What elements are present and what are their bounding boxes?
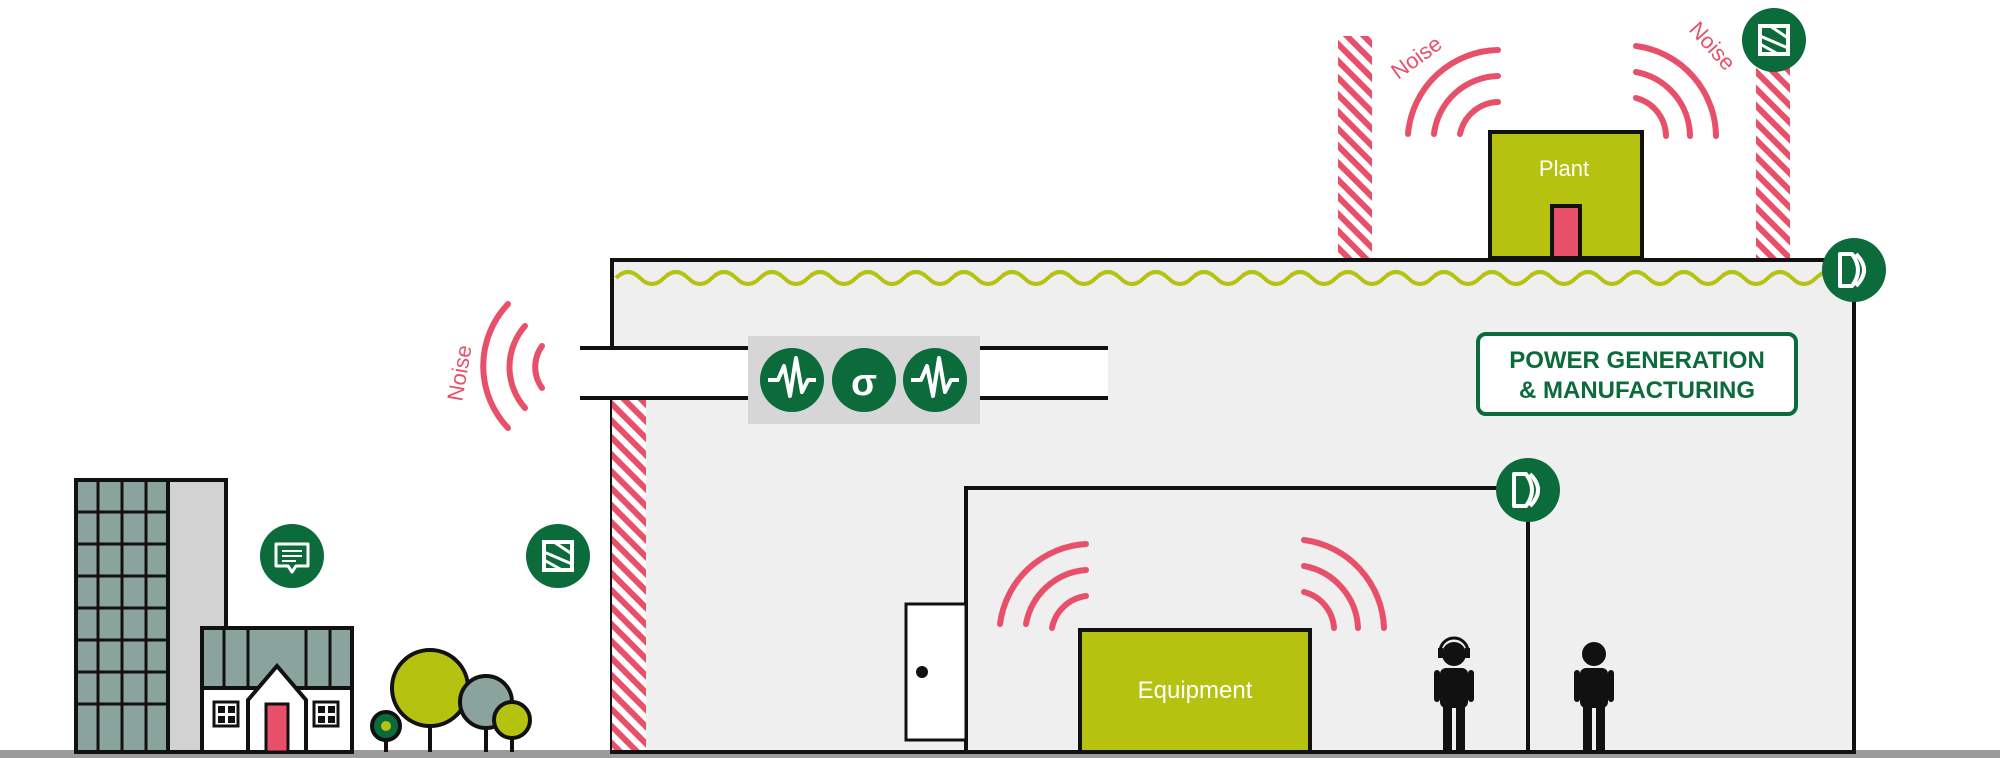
sector-label-box: POWER GENERATION & MANUFACTURING [1476,332,1798,416]
acoustic-barrier-icon[interactable] [526,524,590,588]
plant-door [1550,204,1582,260]
trees [370,648,532,752]
noise-label-left: Noise [442,343,476,403]
sigma-icon[interactable]: σ [832,348,896,412]
wavy-roof-insulation [614,270,1842,286]
svg-text:σ: σ [851,362,877,404]
noise-damper-icon[interactable] [1822,238,1886,302]
sector-label-line2: & MANUFACTURING [1519,377,1755,404]
noise-damper-icon[interactable] [1496,458,1560,522]
barrier-plant-left [1338,36,1372,258]
worker [1574,642,1614,750]
office-tower [74,478,228,754]
room-door [904,602,968,742]
barrier-left-wall [612,400,646,750]
equipment-unit: Equipment [1078,628,1312,754]
worker-with-ear-protection [1434,636,1474,750]
speech-bubble-icon[interactable] [260,524,324,588]
equipment-room [904,486,1530,752]
barrier-plant-right [1756,68,1790,258]
vibration-waveform-icon[interactable] [760,348,824,412]
noise-waves-plant-left [1405,47,1501,137]
vibration-waveform-icon[interactable] [903,348,967,412]
noise-waves-left [480,301,545,431]
noise-waves-equipment-left [997,541,1089,631]
noise-waves-equipment-right [1301,537,1387,631]
plant-unit: Plant [1488,130,1644,260]
equipment-label: Equipment [1138,677,1253,704]
sector-label-line1: POWER GENERATION [1509,347,1765,374]
plant-label: Plant [1539,156,1589,181]
noise-waves-plant-right [1633,43,1719,139]
house [200,626,354,754]
house-door [264,702,290,754]
acoustic-barrier-icon[interactable] [1742,8,1806,72]
noise-label-plant-right: Noise [1684,17,1740,76]
